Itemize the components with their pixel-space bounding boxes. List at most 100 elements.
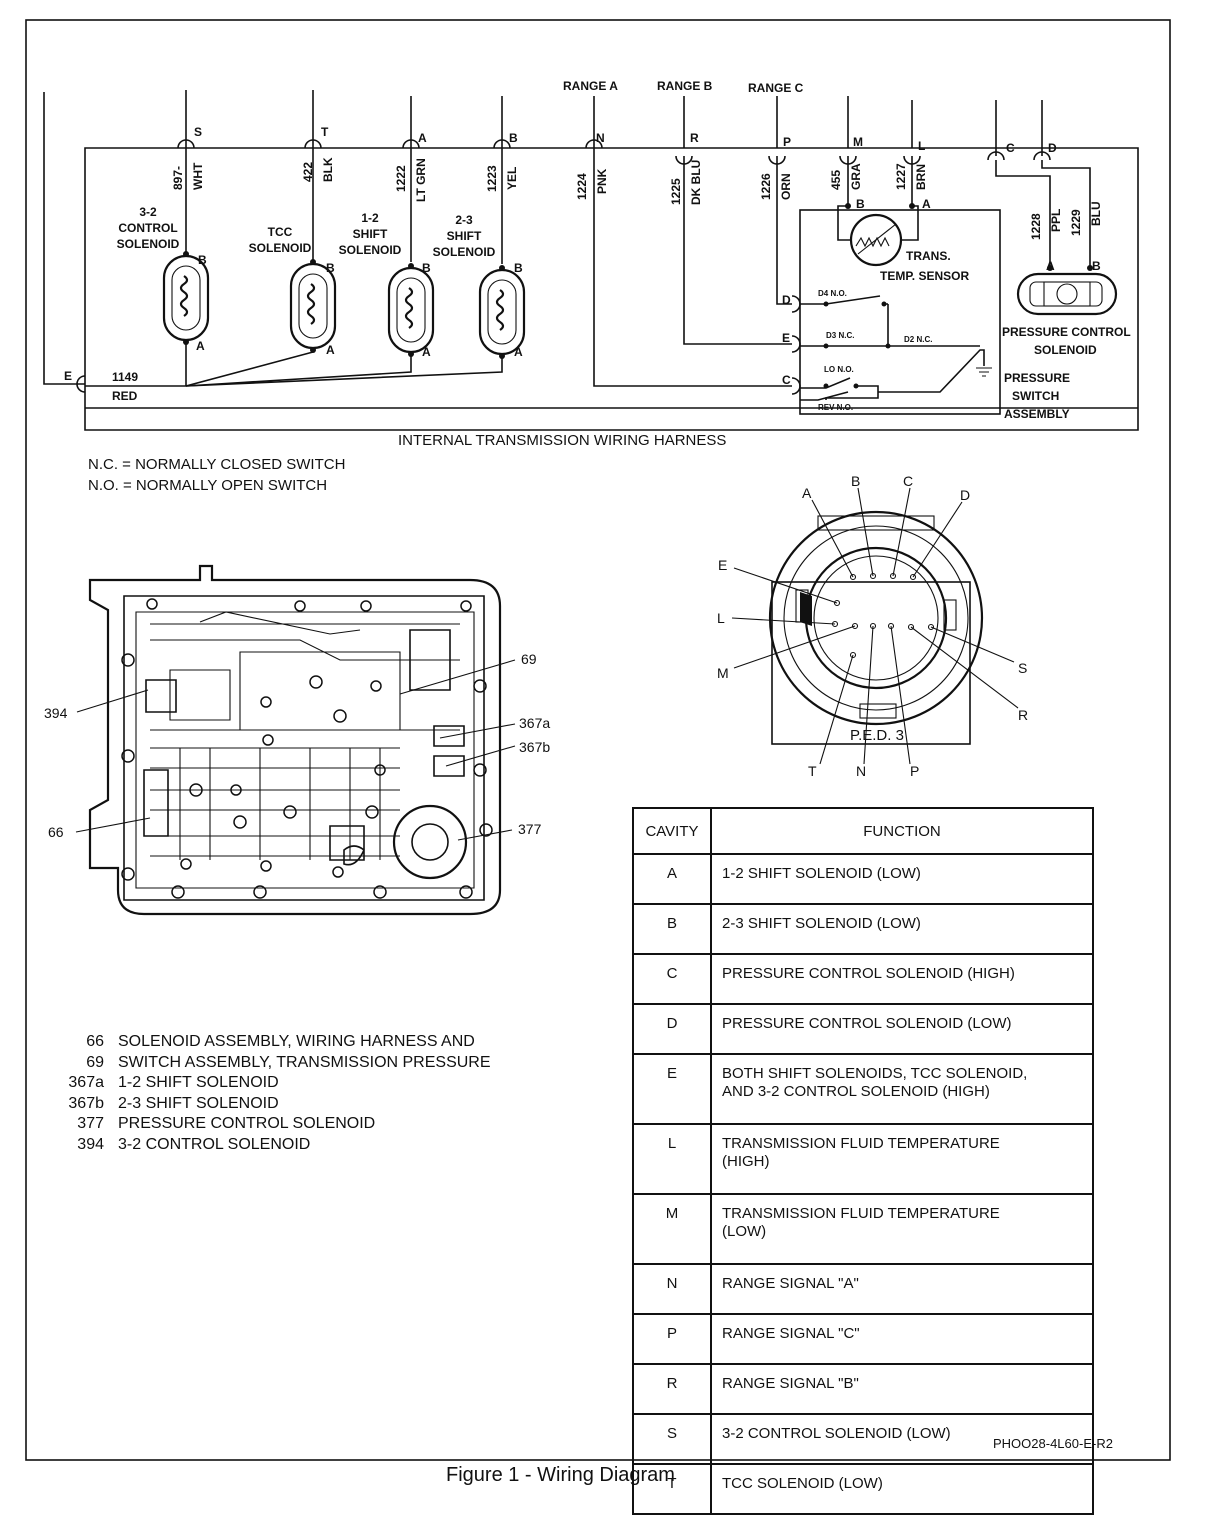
svg-text:SOLENOID: SOLENOID [433, 245, 496, 259]
function-cell: PRESSURE CONTROL SOLENOID (LOW) [710, 1003, 1094, 1055]
svg-text:T: T [321, 125, 329, 139]
svg-text:B: B [326, 261, 335, 275]
legend-number: 66 [86, 1033, 104, 1050]
svg-text:ORN: ORN [779, 173, 793, 200]
legend-number: 367b [68, 1094, 104, 1112]
function-cell: TRANSMISSION FLUID TEMPERATURE (LOW) [710, 1193, 1094, 1265]
pcs-label-2: SOLENOID [1034, 343, 1097, 357]
range-a-label: RANGE A [563, 79, 618, 93]
legend-text: 1-2 SHIFT SOLENOID [118, 1074, 279, 1091]
range-wires: D E C [593, 148, 801, 395]
svg-text:D3 N.C.: D3 N.C. [826, 331, 854, 340]
svg-text:P: P [910, 763, 919, 779]
svg-text:394: 394 [44, 705, 68, 721]
svg-text:DK BLU: DK BLU [689, 160, 703, 205]
svg-text:1224: 1224 [575, 173, 589, 200]
svg-text:SOLENOID: SOLENOID [117, 237, 180, 251]
function-cell: 2-3 SHIFT SOLENOID (LOW) [710, 903, 1094, 955]
svg-text:69: 69 [521, 651, 537, 667]
svg-text:M: M [853, 135, 863, 149]
switch-labels: D4 N.O. D3 N.C. D2 N.C. LO N.O. REV N.O. [818, 289, 932, 412]
legend-text: PRESSURE CONTROL SOLENOID [118, 1115, 376, 1132]
svg-text:1222: 1222 [394, 165, 408, 192]
cavity-cell: M [632, 1193, 712, 1265]
svg-text:L: L [918, 139, 925, 153]
svg-text:TCC: TCC [268, 225, 293, 239]
function-cell: 3-2 CONTROL SOLENOID (LOW) [710, 1413, 1094, 1465]
svg-text:1225: 1225 [669, 178, 683, 205]
svg-text:D4 N.O.: D4 N.O. [818, 289, 847, 298]
solenoid-23-icon [478, 265, 526, 359]
nc-note: N.C. = NORMALLY CLOSED SWITCH [88, 456, 345, 473]
range-c-label: RANGE C [748, 81, 804, 95]
legend-number: 367a [68, 1074, 104, 1091]
svg-text:2-3: 2-3 [455, 213, 473, 227]
no-note: N.O. = NORMALLY OPEN SWITCH [88, 477, 327, 494]
legend-number: 69 [86, 1053, 104, 1071]
svg-text:A: A [1046, 259, 1055, 273]
svg-text:WHT: WHT [191, 162, 205, 190]
cavity-cell: E [632, 1053, 712, 1125]
svg-text:E: E [782, 331, 790, 345]
harness-outline [84, 147, 1139, 431]
svg-text:66: 66 [48, 824, 64, 840]
psa-label-3: ASSEMBLY [1004, 407, 1070, 421]
legend-number: 394 [77, 1135, 104, 1153]
svg-text:A: A [326, 343, 335, 357]
svg-text:SHIFT: SHIFT [353, 227, 388, 241]
svg-text:1228: 1228 [1029, 213, 1043, 240]
function-cell: TRANSMISSION FLUID TEMPERATURE (HIGH) [710, 1123, 1094, 1195]
figure-caption: Figure 1 - Wiring Diagram [446, 1464, 675, 1486]
svg-text:A: A [196, 339, 205, 353]
cavity-cell: C [632, 953, 712, 1005]
svg-text:S: S [1018, 660, 1027, 676]
harness-title: INTERNAL TRANSMISSION WIRING HARNESS [398, 432, 726, 449]
cavity-cell: L [632, 1123, 712, 1195]
cavity-cell: N [632, 1263, 712, 1315]
svg-text:A: A [422, 345, 431, 359]
table-header-cavity: CAVITY [632, 807, 712, 855]
svg-text:B: B [514, 261, 523, 275]
svg-text:D: D [782, 293, 791, 307]
function-cell: RANGE SIGNAL "C" [710, 1313, 1094, 1365]
svg-text:1223: 1223 [485, 165, 499, 192]
solenoid-names: 3-2 CONTROL SOLENOID TCC SOLENOID 1-2 SH… [117, 205, 496, 259]
svg-text:S: S [194, 125, 202, 139]
svg-text:M: M [717, 665, 729, 681]
svg-text:422: 422 [301, 162, 315, 182]
svg-text:367b: 367b [519, 739, 550, 755]
svg-text:1227: 1227 [894, 163, 908, 190]
svg-text:P: P [783, 135, 791, 149]
solenoid-12-icon [387, 263, 435, 357]
table-header-function: FUNCTION [710, 807, 1094, 855]
svg-text:L: L [717, 610, 725, 626]
svg-text:C: C [1006, 141, 1015, 155]
list-item: 367a 1-2 SHIFT SOLENOID [48, 1073, 491, 1094]
function-cell: 1-2 SHIFT SOLENOID (LOW) [710, 853, 1094, 905]
function-cell: BOTH SHIFT SOLENOIDS, TCC SOLENOID, AND … [710, 1053, 1094, 1125]
svg-text:R: R [1018, 707, 1028, 723]
svg-text:SOLENOID: SOLENOID [339, 243, 402, 257]
svg-text:E: E [64, 369, 72, 383]
svg-text:367a: 367a [519, 715, 550, 731]
cavity-cell: T [632, 1463, 712, 1515]
svg-text:D2 N.C.: D2 N.C. [904, 335, 932, 344]
svg-text:C: C [782, 373, 791, 387]
svg-text:B: B [1092, 259, 1101, 273]
svg-text:SHIFT: SHIFT [447, 229, 482, 243]
valve-body-icon [75, 564, 516, 916]
function-cell: TCC SOLENOID (LOW) [710, 1463, 1094, 1515]
cavity-cell: S [632, 1413, 712, 1465]
svg-text:455: 455 [829, 170, 843, 190]
